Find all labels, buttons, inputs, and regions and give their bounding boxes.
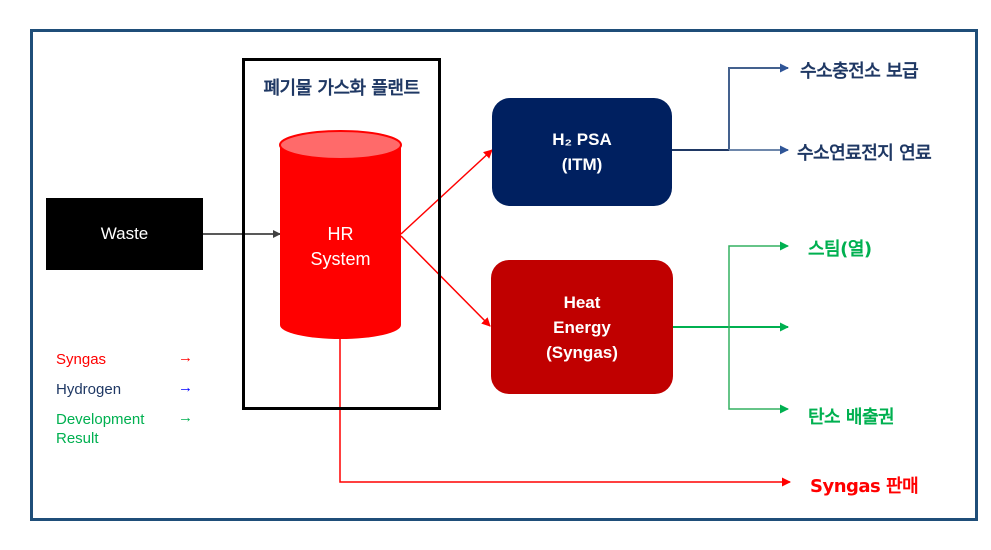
legend-development-label: Development Result: [56, 411, 145, 447]
legend-hydrogen-label: Hydrogen: [56, 381, 122, 398]
heat-energy-line-1: Heat: [563, 292, 601, 312]
legend-syngas-arrow-icon: →: [178, 349, 193, 366]
legend-syngas-label: Syngas: [56, 351, 107, 368]
legend-development-arrow-icon: →: [178, 409, 193, 426]
gasification-plant-box: 폐기물 가스화 플랜트: [242, 58, 441, 410]
h2-to-station-arrow: [728, 63, 789, 150]
hr-system-cylinder: [279, 130, 402, 339]
waste-node: Waste: [46, 198, 203, 270]
legend-hydrogen-arrow-icon: →: [178, 379, 193, 396]
output-hydrogen-station: 수소충전소 보급: [800, 61, 919, 82]
hr-to-heat-arrow: [400, 235, 491, 327]
heat-energy-node: Heat Energy (Syngas): [491, 260, 673, 394]
heat-to-carbon-arrow: [728, 327, 789, 414]
h2-psa-line-2: (ITM): [561, 155, 603, 174]
hr-to-syngas-sale-arrow: [339, 338, 791, 487]
plant-title: 폐기물 가스화 플랜트: [263, 78, 420, 99]
hr-to-h2psa-arrow: [400, 149, 493, 235]
hr-system-line-1: HR: [327, 224, 354, 244]
output-carbon-credit: 탄소 배출권: [808, 407, 895, 428]
hr-system-label: HR System: [280, 222, 401, 272]
output-steam: 스팀(열): [808, 239, 872, 260]
heat-to-steam-arrow: [728, 241, 789, 327]
heat-energy-line-3: (Syngas): [546, 342, 618, 362]
hr-system-line-2: System: [310, 249, 371, 269]
h2-psa-line-1: H₂ PSA: [552, 130, 612, 149]
output-syngas-sale: Syngas 판매: [810, 476, 919, 497]
output-fuel-cell: 수소연료전지 연료: [797, 143, 932, 164]
waste-label: Waste: [100, 224, 149, 243]
diagram-frame: [30, 29, 978, 521]
heat-energy-line-2: Energy: [553, 317, 611, 337]
h2-psa-node: H₂ PSA (ITM): [492, 98, 672, 206]
